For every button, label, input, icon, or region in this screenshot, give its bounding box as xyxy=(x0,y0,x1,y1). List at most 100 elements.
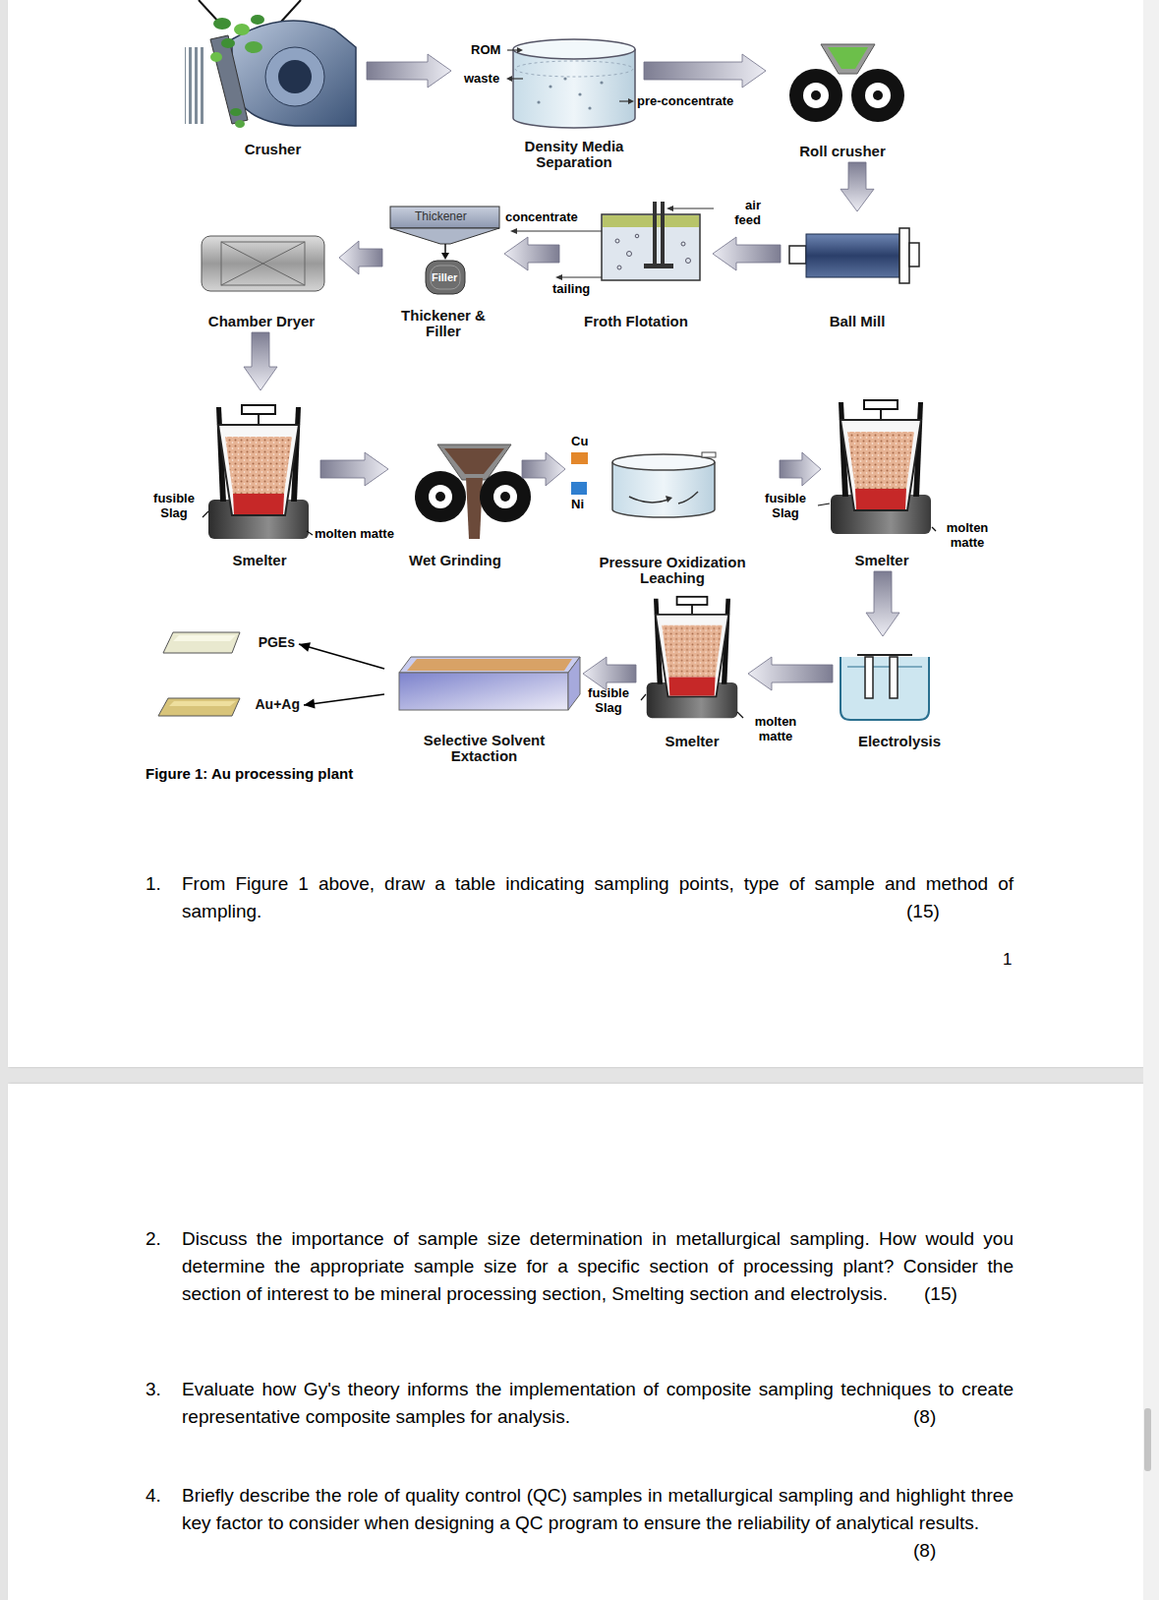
pox-autoclave xyxy=(571,452,716,518)
question-number: 1. xyxy=(145,869,162,898)
metal-label: Cu xyxy=(571,434,588,450)
unit-label: Roll crusher xyxy=(799,143,886,160)
flow-arrow-shape xyxy=(243,332,278,391)
dms-tank xyxy=(506,39,636,128)
product-label: fusible Slag xyxy=(756,491,814,521)
electrolysis-cell xyxy=(840,654,929,720)
stream-label: pre-concentrate xyxy=(637,94,734,110)
flow-arrow-shape xyxy=(366,54,452,88)
process-unit: Smelter xyxy=(823,393,940,569)
flow-arrow xyxy=(243,332,278,391)
product-label: molten matte xyxy=(745,714,807,744)
stream-label: ROM xyxy=(470,43,501,58)
flow-arrow xyxy=(748,656,833,691)
arrow-head xyxy=(303,698,316,709)
ball-mill xyxy=(789,228,920,284)
unit-label: PGEs xyxy=(258,635,295,650)
page-number: 1 xyxy=(1002,949,1012,969)
metal-label: Ni xyxy=(571,497,584,513)
process-unit: Smelter xyxy=(201,393,318,569)
vessel-label: Thickener xyxy=(414,210,467,224)
smelter-furnace xyxy=(208,400,931,718)
flow-arrow xyxy=(866,571,900,637)
flow-arrow-shape xyxy=(712,236,781,271)
wet-grinding-rolls xyxy=(414,444,531,539)
arrow-head xyxy=(298,641,311,652)
flow-arrow xyxy=(298,641,385,669)
flow-arrow-shape xyxy=(866,571,900,637)
process-unit: Crusher xyxy=(181,9,364,158)
process-unit: Chamber Dryer xyxy=(186,218,337,330)
stream-label: air feed xyxy=(723,198,761,228)
flow-arrow-shape xyxy=(521,452,566,486)
flow-arrow xyxy=(320,452,389,486)
flow-arrow xyxy=(779,452,821,486)
unit-label: Froth Flotation xyxy=(583,313,689,330)
stream-label: concentrate xyxy=(505,210,579,226)
question-text: Discuss the importance of sample size de… xyxy=(181,1224,1014,1308)
flow-arrow xyxy=(504,236,560,271)
question-text: From Figure 1 above, draw a table indica… xyxy=(181,869,1014,926)
flow-arrow-shape xyxy=(339,240,383,275)
product-label: molten matte xyxy=(936,521,998,550)
unit-label: Au+Ag xyxy=(255,696,301,712)
unit-label: Smelter xyxy=(231,552,287,569)
flow-arrow xyxy=(303,694,385,709)
unit-label: Wet Grinding xyxy=(408,552,502,569)
process-unit: Pressure Oxidization Leaching xyxy=(568,432,777,586)
flow-arrow-shape xyxy=(504,236,560,271)
flow-arrow-shape xyxy=(320,452,389,486)
unit-label: Crusher xyxy=(244,141,302,158)
flow-arrow xyxy=(339,240,383,275)
scrollbar-track xyxy=(1143,0,1159,1600)
flow-arrow xyxy=(712,236,781,271)
unit-label: Selective Solvent Extaction xyxy=(420,732,549,764)
bullion-bar: Au+Ag xyxy=(152,691,300,719)
process-unit: Selective Solvent Extaction xyxy=(388,648,580,764)
crusher-illustration xyxy=(184,0,356,128)
process-unit: Wet Grinding xyxy=(391,432,520,569)
product-label: fusible Slag xyxy=(579,686,638,715)
flow-arrow-shape xyxy=(779,452,821,486)
process-unit: Electrolysis xyxy=(835,638,964,750)
scrollbar-thumb xyxy=(1144,1407,1152,1471)
solvent-extraction-tank xyxy=(399,656,580,710)
product-label: fusible Slag xyxy=(145,491,203,521)
mark-allocation: (15) xyxy=(924,1279,958,1308)
process-unit: Froth Flotation xyxy=(562,196,710,330)
flow-arrow-shape xyxy=(582,656,637,691)
process-unit: Ball Mill xyxy=(783,214,931,330)
roll-crusher xyxy=(789,44,905,122)
product-label: molten matte xyxy=(314,526,395,542)
unit-label: Pressure Oxidization Leaching xyxy=(574,554,771,586)
mark-allocation: (15) xyxy=(906,897,940,926)
thickener-filter xyxy=(390,206,500,294)
unit-label: Smelter xyxy=(664,733,719,750)
flow-arrow xyxy=(643,54,766,88)
question-number: 3. xyxy=(145,1375,162,1403)
flow-arrow xyxy=(366,54,452,88)
flow-arrow-shape xyxy=(643,54,766,88)
flow-arrow-shape xyxy=(748,656,833,691)
question-number: 4. xyxy=(145,1481,162,1509)
unit-label: Chamber Dryer xyxy=(208,313,315,330)
flow-arrow xyxy=(521,452,566,486)
unit-label: Ball Mill xyxy=(829,313,886,330)
unit-label: Thickener & Filler xyxy=(394,307,493,340)
question-number: 2. xyxy=(145,1224,162,1253)
unit-label: Density Media Separation xyxy=(510,138,638,171)
process-unit: Density Media Separation xyxy=(454,37,641,171)
unit-label: Smelter xyxy=(854,552,909,569)
flow-arrow-shape xyxy=(840,162,874,212)
mark-allocation: (8) xyxy=(913,1536,936,1565)
flow-arrow xyxy=(840,162,874,212)
process-unit: Smelter xyxy=(638,589,746,750)
bullion-bar: PGEs xyxy=(157,629,295,657)
metal-bars xyxy=(158,632,240,716)
chamber-dryer xyxy=(201,235,325,291)
stream-label: tailing xyxy=(552,282,590,297)
stream-label: waste xyxy=(463,71,500,87)
